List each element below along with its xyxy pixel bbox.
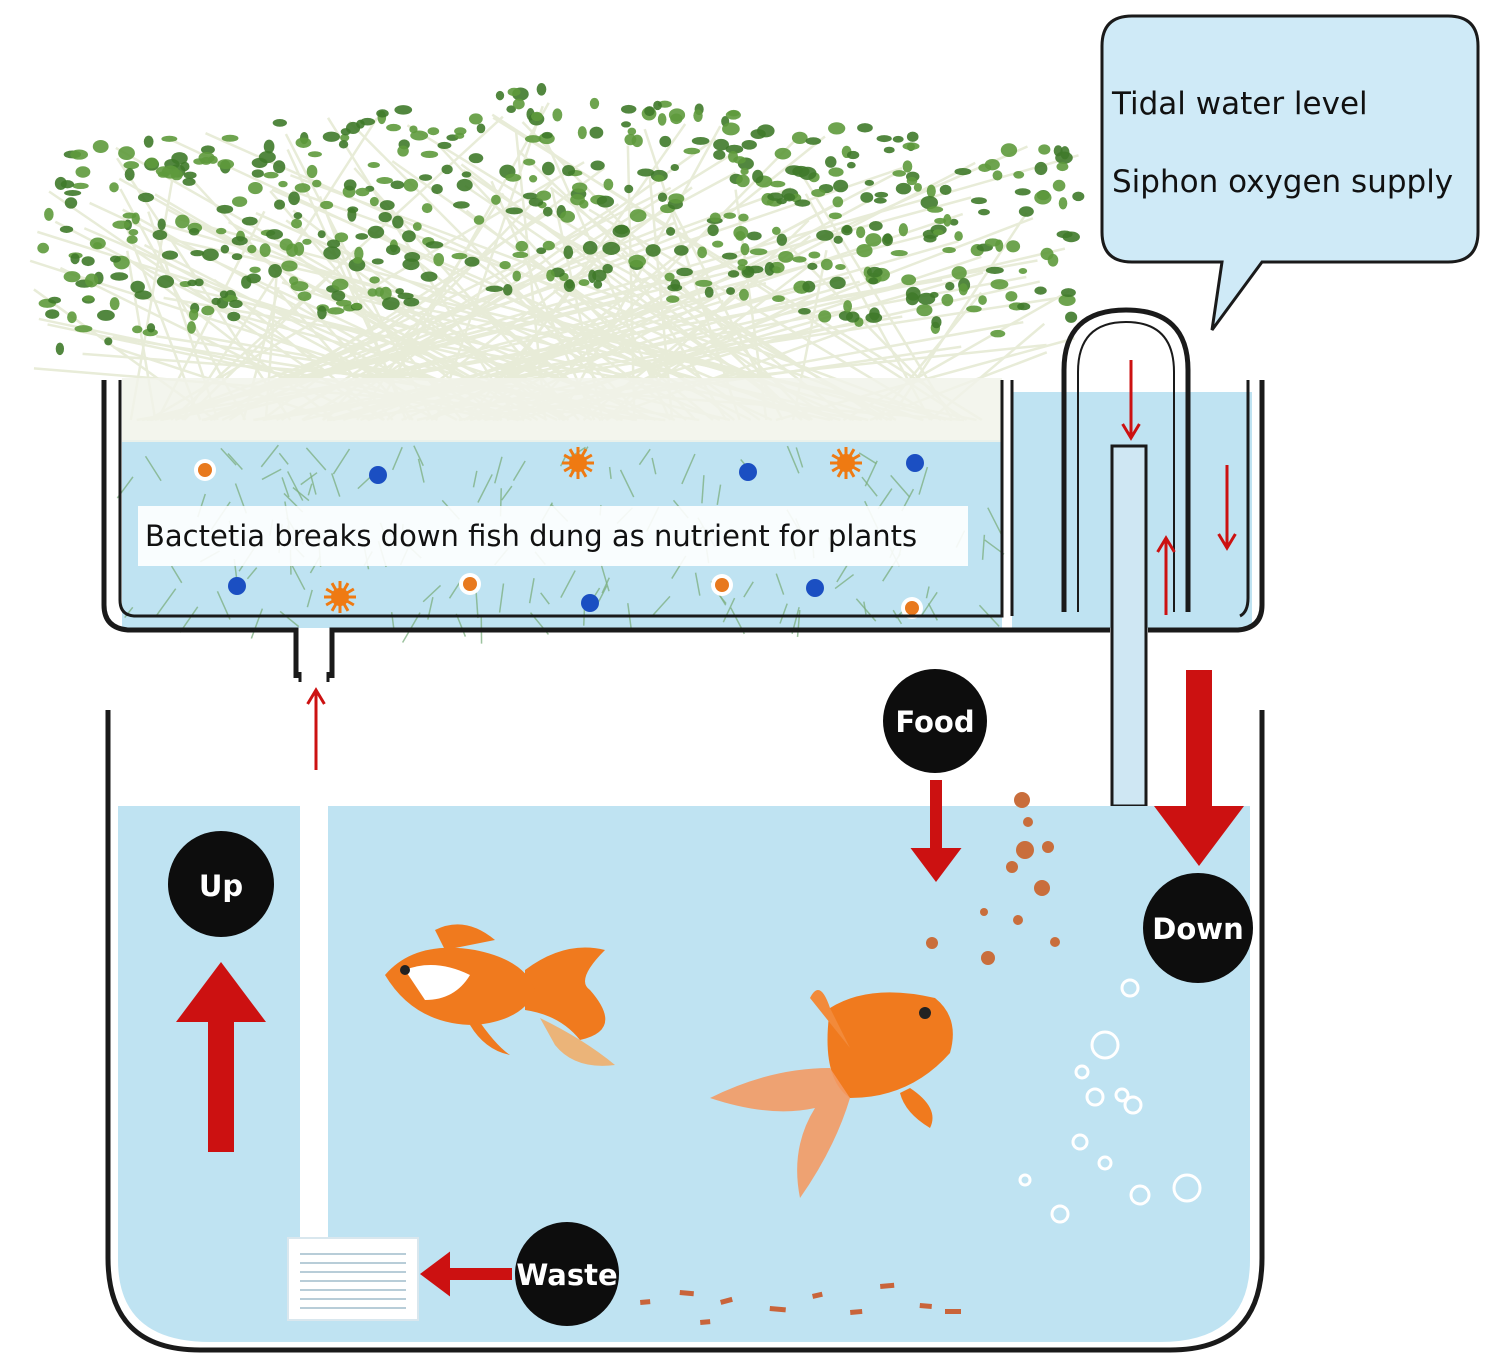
- bubble-line-1: Tidal water level: [1111, 86, 1368, 122]
- up-label: Up: [199, 869, 243, 903]
- fish-tank-water: [118, 806, 1250, 1342]
- goldfish-icon: [710, 990, 953, 1198]
- siphon-chamber-wall: [1239, 380, 1250, 618]
- food-pellets: [926, 792, 1060, 965]
- bacteria-banner-text: Bactetia breaks down fish dung as nutrie…: [145, 519, 917, 553]
- plant-sprouts-illustration: [29, 82, 1085, 422]
- pump-filter-icon: [287, 1237, 419, 1321]
- flow-arrows: [176, 360, 1244, 1297]
- down-label: Down: [1152, 912, 1243, 946]
- pump-pipe: [298, 672, 330, 1237]
- food-badge: Food: [883, 669, 987, 773]
- down-badge: Down: [1143, 873, 1253, 983]
- waste-label: Waste: [516, 1258, 617, 1292]
- air-bubbles: [1018, 978, 1202, 1224]
- waste-badge: Waste: [515, 1222, 619, 1326]
- nutrient-particles: [194, 447, 924, 619]
- waste-particles: [640, 1282, 961, 1325]
- bubble-line-2: Siphon oxygen supply: [1112, 164, 1453, 200]
- speech-bubble: Tidal water level Siphon oxygen supply: [1100, 14, 1480, 331]
- fish-tank-outline: [105, 710, 1265, 1353]
- grow-bed-inner-wall: [118, 380, 1014, 618]
- up-badge: Up: [168, 831, 274, 937]
- grow-bed-outline: [101, 380, 1265, 678]
- goldfish-icon: [385, 924, 615, 1066]
- bacteria-banner: Bactetia breaks down fish dung as nutrie…: [138, 506, 968, 566]
- root-mat: [122, 378, 1002, 442]
- food-label: Food: [895, 705, 974, 739]
